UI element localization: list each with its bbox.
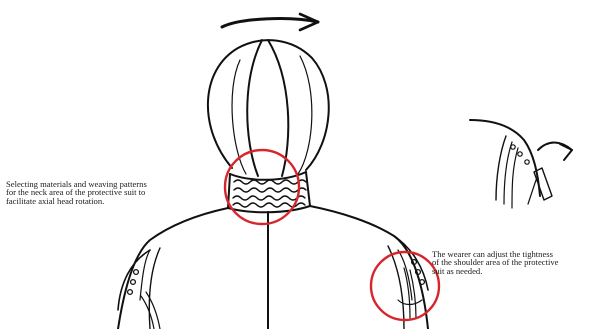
shoulder-highlight-circle <box>371 252 439 320</box>
curved-arrow-icon <box>538 143 572 161</box>
shoulder-annotation: The wearer can adjust the tightness of t… <box>432 250 607 275</box>
shoulder-closeup <box>470 120 552 208</box>
neck-annotation-line: facilitate axial head rotation. <box>6 197 234 205</box>
neck-annotation: Selecting materials and weaving patterns… <box>6 180 234 205</box>
rotation-arrow-icon <box>222 14 318 30</box>
left-shoulder-detail <box>118 250 160 329</box>
hood-head <box>208 40 329 176</box>
shoulder-annotation-line: suit as needed. <box>432 267 607 275</box>
